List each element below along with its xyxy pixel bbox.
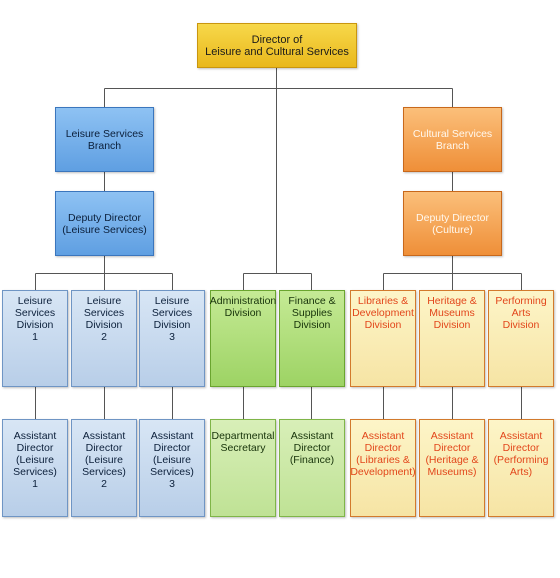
assistant-node: Assistant Director (Leisure Services) 1 bbox=[2, 419, 68, 517]
division-label: Leisure Services Division 1 bbox=[14, 295, 56, 343]
assistant-node: Assistant Director (Heritage & Museums) bbox=[419, 419, 485, 517]
division-label: Finance & Supplies Division bbox=[288, 295, 336, 331]
leisure-branch-node: Leisure Services Branch bbox=[55, 107, 154, 172]
division-label: Leisure Services Division 2 bbox=[83, 295, 125, 343]
assistant-label: Assistant Director (Leisure Services) 1 bbox=[13, 430, 57, 490]
division-node: Performing Arts Division bbox=[488, 290, 554, 387]
division-node: Finance & Supplies Division bbox=[279, 290, 345, 387]
division-node: Leisure Services Division 2 bbox=[71, 290, 137, 387]
assistant-label: Assistant Director (Heritage & Museums) bbox=[425, 430, 479, 478]
director-label: Director of Leisure and Cultural Service… bbox=[205, 33, 349, 58]
leisure-branch-label: Leisure Services Branch bbox=[65, 127, 144, 152]
director-node: Director of Leisure and Cultural Service… bbox=[197, 23, 357, 68]
assistant-label: Assistant Director (Performing Arts) bbox=[493, 430, 549, 478]
division-label: Heritage & Museums Division bbox=[427, 295, 477, 331]
assistant-label: Assistant Director (Finance) bbox=[289, 430, 335, 466]
division-label: Leisure Services Division 3 bbox=[151, 295, 193, 343]
assistant-node: Assistant Director (Performing Arts) bbox=[488, 419, 554, 517]
assistant-label: Departmental Secretary bbox=[211, 430, 275, 454]
assistant-label: Assistant Director (Leisure Services) 3 bbox=[150, 430, 194, 490]
culture-deputy-label: Deputy Director (Culture) bbox=[416, 211, 489, 236]
assistant-label: Assistant Director (Leisure Services) 2 bbox=[82, 430, 126, 490]
division-node: Leisure Services Division 1 bbox=[2, 290, 68, 387]
assistant-node: Assistant Director (Leisure Services) 2 bbox=[71, 419, 137, 517]
division-label: Libraries & Development Division bbox=[352, 295, 414, 331]
leisure-deputy-node: Deputy Director (Leisure Services) bbox=[55, 191, 154, 256]
cultural-branch-label: Cultural Services Branch bbox=[412, 127, 493, 152]
division-node: Administration Division bbox=[210, 290, 276, 387]
assistant-node: Assistant Director (Libraries & Developm… bbox=[350, 419, 416, 517]
culture-deputy-node: Deputy Director (Culture) bbox=[403, 191, 502, 256]
assistant-label: Assistant Director (Libraries & Developm… bbox=[350, 430, 416, 478]
cultural-branch-node: Cultural Services Branch bbox=[403, 107, 502, 172]
division-node: Libraries & Development Division bbox=[350, 290, 416, 387]
division-node: Leisure Services Division 3 bbox=[139, 290, 205, 387]
division-label: Administration Division bbox=[209, 295, 277, 319]
assistant-node: Departmental Secretary bbox=[210, 419, 276, 517]
leisure-deputy-label: Deputy Director (Leisure Services) bbox=[62, 211, 147, 236]
division-node: Heritage & Museums Division bbox=[419, 290, 485, 387]
assistant-node: Assistant Director (Leisure Services) 3 bbox=[139, 419, 205, 517]
assistant-node: Assistant Director (Finance) bbox=[279, 419, 345, 517]
division-label: Performing Arts Division bbox=[495, 295, 547, 331]
